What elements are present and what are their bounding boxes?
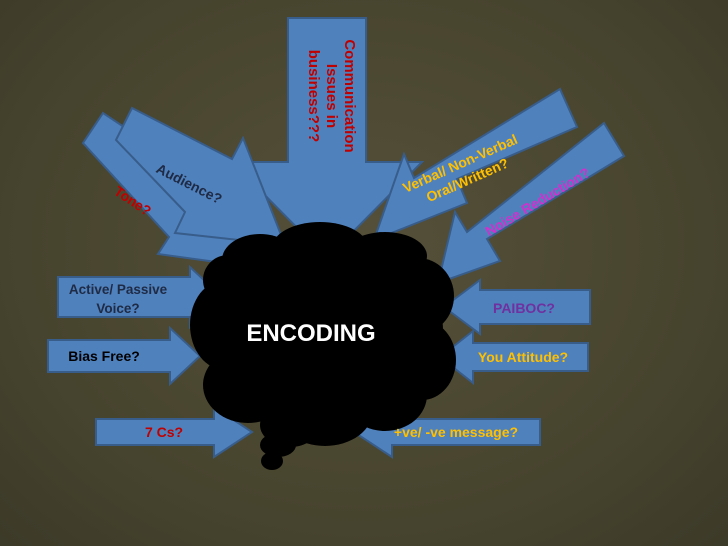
communication-label: Communication Issues in business??? — [305, 39, 358, 152]
active-passive-label: Active/ Passive Voice? — [69, 282, 168, 316]
svg-text:business???: business??? — [305, 50, 322, 143]
verbal-arrow — [372, 87, 579, 242]
paiboc-label: PAIBOC? — [493, 300, 555, 316]
svg-text:Issues in: Issues in — [323, 64, 340, 128]
message-label: +ve/ -ve message? — [394, 424, 518, 440]
svg-text:Communication: Communication — [341, 39, 358, 152]
encoding-label: ENCODING — [246, 320, 375, 347]
audience-arrow — [114, 106, 287, 247]
paiboc-arrow — [442, 278, 591, 336]
you-attitude-arrow — [438, 328, 589, 386]
svg-text:Active/ Passive: Active/ Passive — [69, 282, 168, 297]
bias-free-label: Bias Free? — [68, 348, 140, 364]
bias-free-arrow — [47, 325, 202, 387]
seven-cs-label: 7 Cs? — [145, 424, 183, 440]
noise-reduction-arrow — [436, 121, 626, 285]
communication-arrow — [229, 17, 425, 260]
encoding-cloud — [190, 222, 456, 470]
seven-cs-arrow — [95, 405, 254, 459]
you-attitude-label: You Attitude? — [478, 349, 568, 365]
svg-text:Voice?: Voice? — [96, 301, 139, 316]
